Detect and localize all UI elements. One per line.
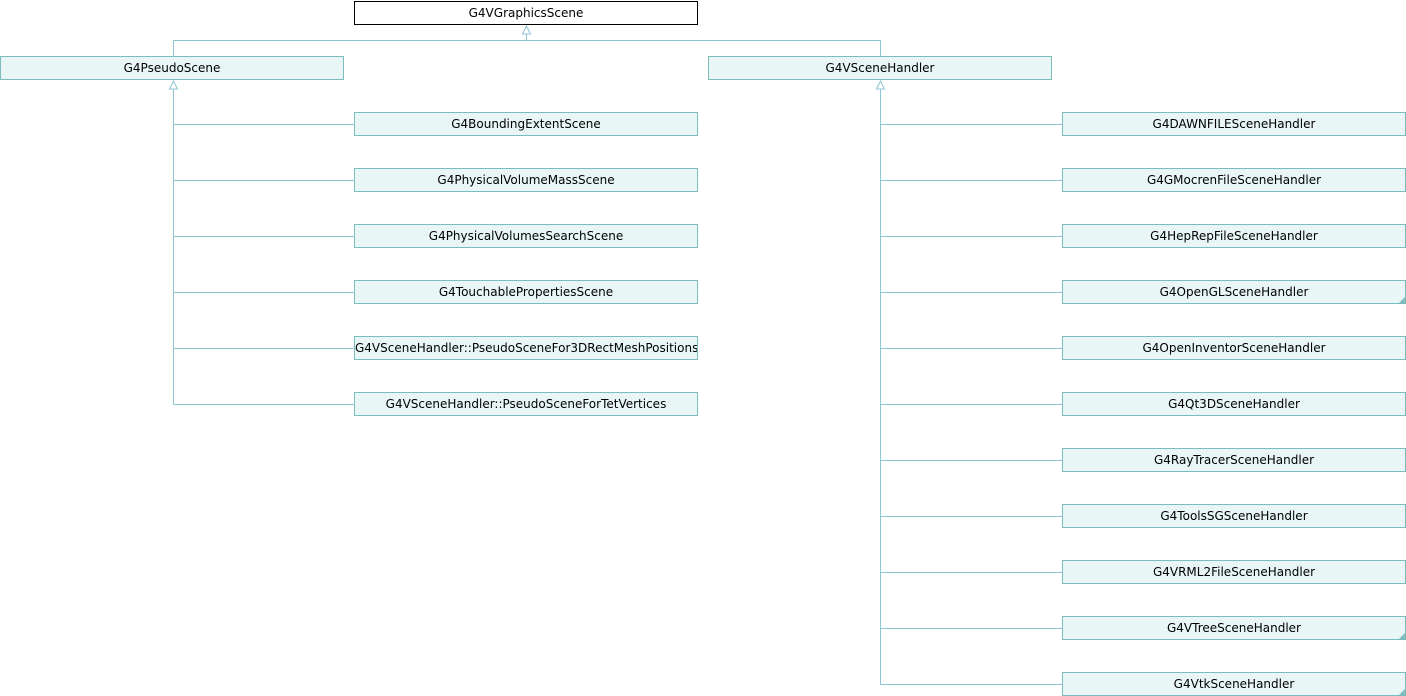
node-g4vtreescenehandler[interactable]: G4VTreeSceneHandler <box>1062 616 1406 640</box>
more-subclasses-marker <box>1399 689 1405 695</box>
node-label: G4OpenGLSceneHandler <box>1159 285 1309 299</box>
node-label: G4PhysicalVolumeMassScene <box>437 173 615 187</box>
node-label: G4ToolsSGSceneHandler <box>1160 509 1308 523</box>
node-label: G4PseudoScene <box>123 61 221 75</box>
node-label: G4PhysicalVolumesSearchScene <box>428 229 624 243</box>
node-label: G4GMocrenFileSceneHandler <box>1146 173 1322 187</box>
node-label: G4VTreeSceneHandler <box>1167 621 1301 635</box>
node-label: G4VSceneHandler::PseudoSceneForTetVertic… <box>385 397 667 411</box>
node-label: G4VRML2FileSceneHandler <box>1152 565 1316 579</box>
node-label: G4OpenInventorSceneHandler <box>1142 341 1326 355</box>
node-g4toolssgscenehandler[interactable]: G4ToolsSGSceneHandler <box>1062 504 1406 528</box>
node-label: G4TouchablePropertiesScene <box>438 285 614 299</box>
more-subclasses-marker <box>1399 297 1405 303</box>
node-g4heprepfilescenehandler[interactable]: G4HepRepFileSceneHandler <box>1062 224 1406 248</box>
node-g4pseudoscene[interactable]: G4PseudoScene <box>0 56 344 80</box>
node-pseudoscenefor3drectmeshpositions[interactable]: G4VSceneHandler::PseudoSceneFor3DRectMes… <box>354 336 698 360</box>
node-g4vgraphicsscene[interactable]: G4VGraphicsScene <box>354 1 698 25</box>
node-label: G4VtkSceneHandler <box>1173 677 1295 691</box>
node-g4physicalvolumessearchscene[interactable]: G4PhysicalVolumesSearchScene <box>354 224 698 248</box>
node-label: G4VSceneHandler <box>825 61 935 75</box>
node-g4touchablepropertiesscene[interactable]: G4TouchablePropertiesScene <box>354 280 698 304</box>
node-g4vscenehandler[interactable]: G4VSceneHandler <box>708 56 1052 80</box>
node-g4vrml2filescenehandler[interactable]: G4VRML2FileSceneHandler <box>1062 560 1406 584</box>
node-g4openinventorscenehandler[interactable]: G4OpenInventorSceneHandler <box>1062 336 1406 360</box>
node-g4boundingextentscene[interactable]: G4BoundingExtentScene <box>354 112 698 136</box>
node-label: G4HepRepFileSceneHandler <box>1150 229 1318 243</box>
node-label: G4BoundingExtentScene <box>451 117 601 131</box>
node-pseudoscenefortetvertices[interactable]: G4VSceneHandler::PseudoSceneForTetVertic… <box>354 392 698 416</box>
more-subclasses-marker <box>1399 633 1405 639</box>
node-g4raytracerscenehandler[interactable]: G4RayTracerSceneHandler <box>1062 448 1406 472</box>
inheritance-arrow-pseudoscene <box>168 79 179 90</box>
inheritance-arrow-root <box>521 24 532 35</box>
inheritance-arrow-scenehandler <box>875 79 886 90</box>
node-g4vtkscenehandler[interactable]: G4VtkSceneHandler <box>1062 672 1406 696</box>
node-label: G4RayTracerSceneHandler <box>1153 453 1315 467</box>
node-g4gmocrenfilescenehandler[interactable]: G4GMocrenFileSceneHandler <box>1062 168 1406 192</box>
node-g4physicalvolumemassscene[interactable]: G4PhysicalVolumeMassScene <box>354 168 698 192</box>
node-label: G4VGraphicsScene <box>468 6 584 20</box>
node-g4dawnfilescenehandler[interactable]: G4DAWNFILESceneHandler <box>1062 112 1406 136</box>
node-label: G4Qt3DSceneHandler <box>1168 397 1300 411</box>
node-label: G4VSceneHandler::PseudoSceneFor3DRectMes… <box>355 341 698 355</box>
node-label: G4DAWNFILESceneHandler <box>1152 117 1316 131</box>
node-g4openglscenehandler[interactable]: G4OpenGLSceneHandler <box>1062 280 1406 304</box>
node-g4qt3dscenehandler[interactable]: G4Qt3DSceneHandler <box>1062 392 1406 416</box>
